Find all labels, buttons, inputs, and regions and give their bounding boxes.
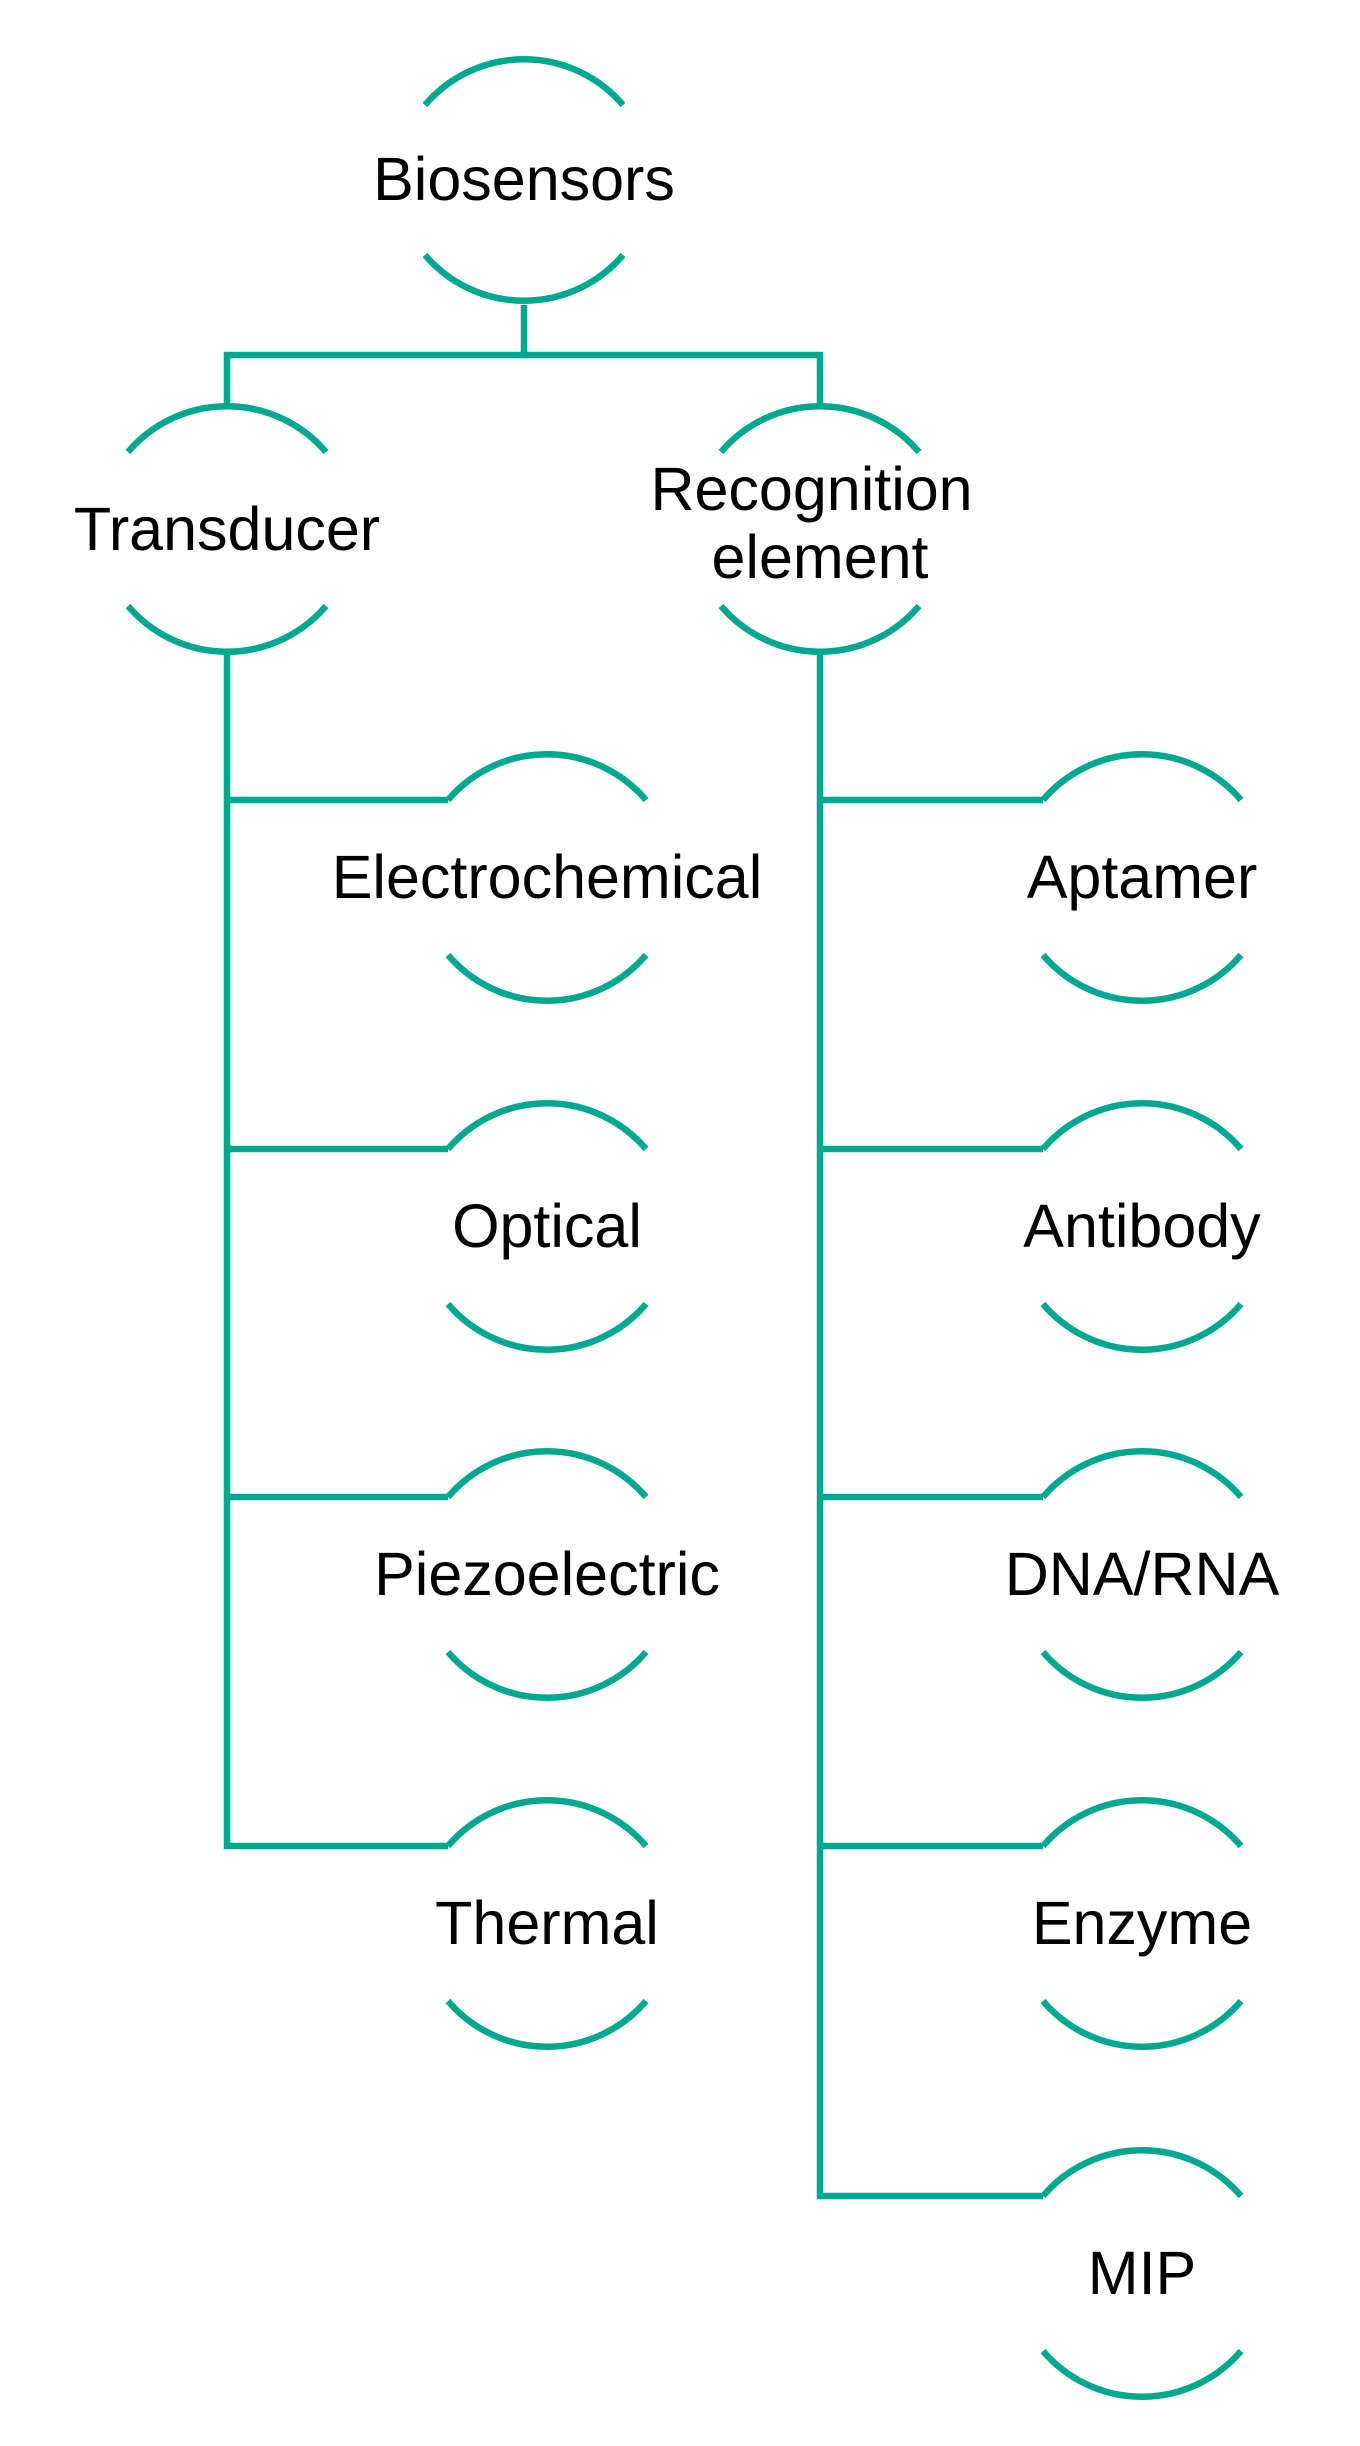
- node-top-arc: [1040, 1448, 1244, 1500]
- transducer-node: Transducer: [74, 403, 380, 655]
- thermal-node: Thermal: [435, 1797, 659, 2050]
- node-top-arc: [1040, 2147, 1244, 2199]
- piezoelectric-label: Piezoelectric: [374, 1540, 720, 1608]
- node-top-arc: [445, 1100, 649, 1152]
- transducer-node-label: Transducer: [74, 495, 380, 563]
- node-bottom-arc: [718, 603, 922, 655]
- node-bottom-arc: [1040, 1649, 1244, 1701]
- root-to-branches-connector: [223, 305, 528, 405]
- recognition-element-label-line-2: element: [711, 523, 928, 591]
- node-top-arc: [445, 1797, 649, 1849]
- node-bottom-arc: [1040, 1301, 1244, 1353]
- optical-node: Optical: [445, 1100, 649, 1353]
- electrochemical-node: Electrochemical: [332, 751, 763, 1004]
- node-bottom-arc: [1040, 2348, 1244, 2400]
- transducer-trunk-line: [223, 655, 448, 1850]
- node-bottom-arc: [445, 1649, 649, 1701]
- aptamer-node: Aptamer: [1027, 751, 1258, 1004]
- enzyme-node: Enzyme: [1032, 1797, 1252, 2050]
- node-bottom-arc: [445, 952, 649, 1004]
- node-bottom-arc: [1040, 952, 1244, 1004]
- recognition-element-label-line-1: Recognition: [650, 455, 972, 523]
- root-node: Biosensors: [373, 56, 675, 304]
- recognition-trunk-line: [816, 655, 1043, 2200]
- recognition-element-label: Recognition element: [650, 455, 989, 591]
- mip-label: MIP: [1088, 2239, 1196, 2307]
- antibody-node: Antibody: [1023, 1100, 1261, 1353]
- node-top-arc: [445, 751, 649, 803]
- node-bottom-arc: [422, 252, 626, 304]
- electrochemical-label: Electrochemical: [332, 843, 763, 911]
- mip-node: MIP: [1040, 2147, 1244, 2400]
- root-node-label: Biosensors: [373, 145, 675, 213]
- node-bottom-arc: [445, 1301, 649, 1353]
- node-top-arc: [125, 403, 329, 455]
- dna-rna-label: DNA/RNA: [1005, 1540, 1280, 1608]
- node-top-arc: [1040, 1797, 1244, 1849]
- piezoelectric-node: Piezoelectric: [374, 1448, 720, 1701]
- node-top-arc: [1040, 751, 1244, 803]
- enzyme-label: Enzyme: [1032, 1889, 1252, 1957]
- node-top-arc: [445, 1448, 649, 1500]
- root-to-recognition-connector: [524, 351, 824, 405]
- antibody-label: Antibody: [1023, 1192, 1261, 1260]
- recognition-element-node: Recognition element: [650, 403, 989, 655]
- node-bottom-arc: [1040, 1998, 1244, 2050]
- node-top-arc: [718, 403, 922, 455]
- aptamer-label: Aptamer: [1027, 843, 1258, 911]
- node-top-arc: [1040, 1100, 1244, 1152]
- thermal-label: Thermal: [435, 1889, 659, 1957]
- optical-label: Optical: [452, 1192, 642, 1260]
- node-bottom-arc: [125, 603, 329, 655]
- connector-lines: [223, 305, 1043, 2200]
- node-bottom-arc: [445, 1998, 649, 2050]
- dna-rna-node: DNA/RNA: [1005, 1448, 1280, 1701]
- node-top-arc: [422, 56, 626, 108]
